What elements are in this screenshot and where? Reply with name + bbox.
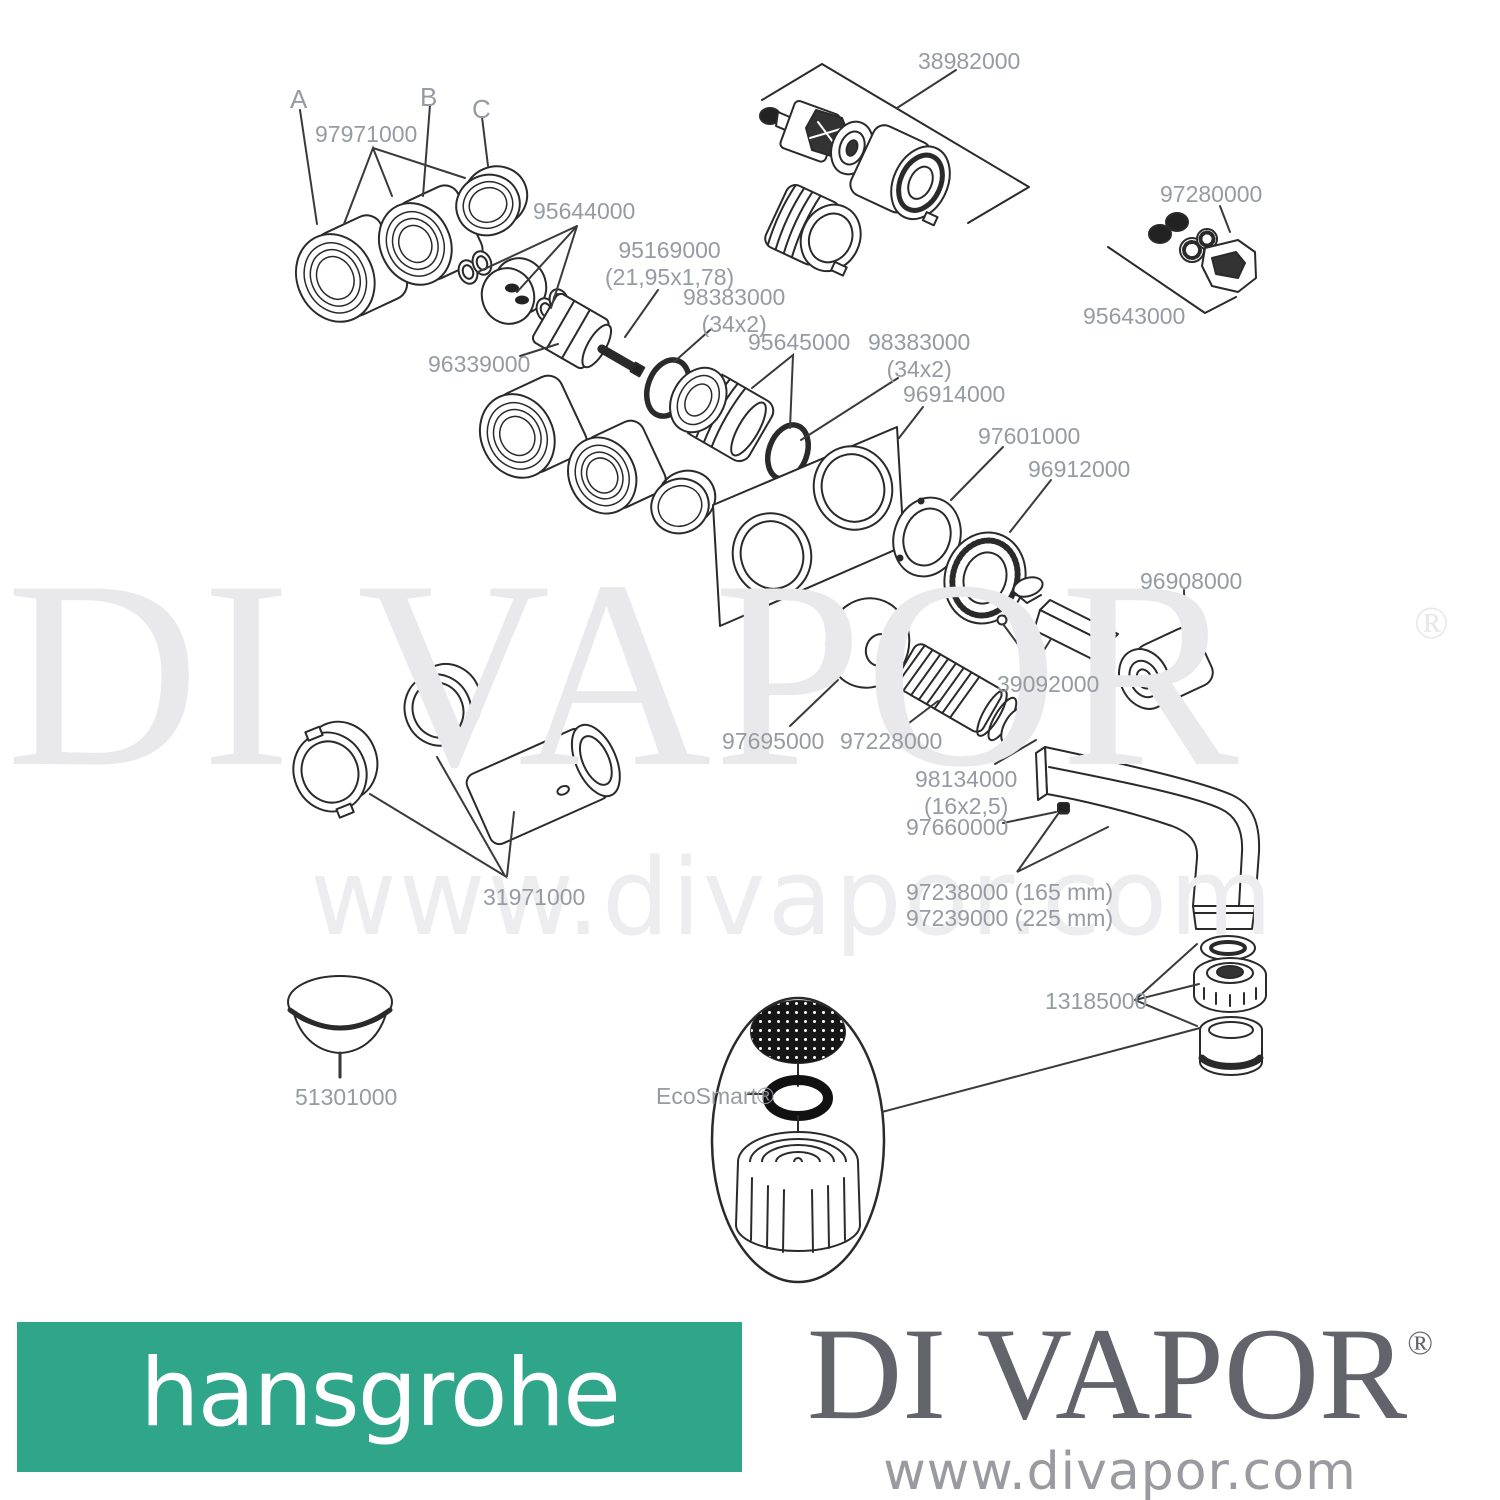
part-label-97660000: 97660000 — [906, 814, 1009, 840]
part-collar-1-31971000 — [292, 720, 379, 819]
part-cartridge-96339000 — [531, 292, 646, 378]
watermark-url: www.divapor.com — [310, 836, 1275, 959]
part-screws-97280000 — [1148, 212, 1257, 293]
part-label-letter-a: A — [290, 84, 308, 114]
part-label-letter-c: C — [472, 94, 491, 124]
part-lever-bar — [1033, 599, 1119, 665]
part-label-38982000: 38982000 — [918, 48, 1021, 74]
part-label-ecosmart: EcoSmart® — [656, 1083, 774, 1109]
divapor-logo-text: DI VAPOR® — [806, 1300, 1434, 1447]
part-label-98383000-2: 98383000(34x2) — [868, 329, 971, 383]
part-washers-95644000 — [457, 250, 570, 325]
part-label-98383000-1: 98383000(34x2) — [683, 284, 786, 338]
part-spout — [1035, 746, 1261, 930]
part-label-97280000: 97280000 — [1160, 181, 1263, 207]
part-label-95645000: 95645000 — [748, 329, 851, 355]
part-ring-c2 — [650, 469, 717, 535]
part-label-97971000: 97971000 — [315, 121, 418, 147]
part-label-95644000: 95644000 — [533, 198, 636, 224]
divapor-registered-icon: ® — [1407, 1325, 1434, 1362]
part-label-97601000: 97601000 — [978, 423, 1081, 449]
ecosmart-detail-bubble — [710, 996, 886, 1284]
part-label-96914000: 96914000 — [903, 381, 1006, 407]
part-sleeve-95645000 — [669, 366, 775, 463]
part-label-97239000: 97239000 (225 mm) — [906, 905, 1114, 931]
part-screw-39092000 — [996, 614, 1008, 626]
part-rosette-97695000 — [825, 597, 911, 689]
part-label-39092000: 39092000 — [997, 671, 1100, 697]
watermark-registered-icon: ® — [1414, 597, 1449, 648]
bracket-38982000 — [761, 63, 1030, 224]
part-aerator-13185000 — [1193, 935, 1267, 1076]
leader-lines — [299, 69, 1231, 1113]
part-label-31971000: 31971000 — [483, 884, 586, 910]
part-sleeve-a2 — [478, 374, 588, 479]
hansgrohe-logo-text: hansgrohe — [140, 1338, 621, 1448]
hansgrohe-logo: hansgrohe — [17, 1322, 742, 1472]
part-label-letter-b: B — [420, 82, 438, 112]
part-label-96339000: 96339000 — [428, 351, 531, 377]
part-label-51301000: 51301000 — [295, 1084, 398, 1110]
part-label-13185000: 13185000 — [1045, 988, 1148, 1014]
part-label-96908000: 96908000 — [1140, 568, 1243, 594]
part-label-95643000: 95643000 — [1083, 303, 1186, 329]
part-sleeve-b2 — [567, 419, 667, 515]
part-label-97228000: 97228000 — [840, 728, 943, 754]
part-threaded-ring-38982000 — [764, 184, 862, 277]
part-cup-38982000 — [849, 124, 951, 227]
part-label-98134000: 98134000(16x2,5) — [915, 766, 1018, 820]
part-ring-c — [455, 165, 529, 237]
part-label-95169000: 95169000(21,95x1,78) — [605, 237, 735, 291]
part-label-96912000: 96912000 — [1028, 456, 1131, 482]
part-handle-96908000 — [1118, 626, 1214, 710]
divapor-logo: DI VAPOR® www.divapor.com — [750, 1308, 1490, 1500]
part-cone — [1012, 576, 1044, 604]
part-nut-97660000 — [1057, 802, 1070, 815]
part-nipple-97228000 — [894, 643, 1030, 746]
diagram-linework — [287, 63, 1267, 1284]
watermark-brand: DI VAPOR — [6, 525, 1241, 822]
part-collar-2-31971000 — [403, 662, 483, 753]
part-cartridge-38982000 — [759, 100, 874, 176]
divapor-logo-url: www.divapor.com — [883, 1442, 1357, 1500]
part-label-97695000: 97695000 — [722, 728, 825, 754]
bracket-95643000 — [1107, 246, 1237, 314]
part-tube-31971000 — [465, 723, 621, 846]
part-label-97238000: 97238000 (165 mm) — [906, 879, 1114, 905]
